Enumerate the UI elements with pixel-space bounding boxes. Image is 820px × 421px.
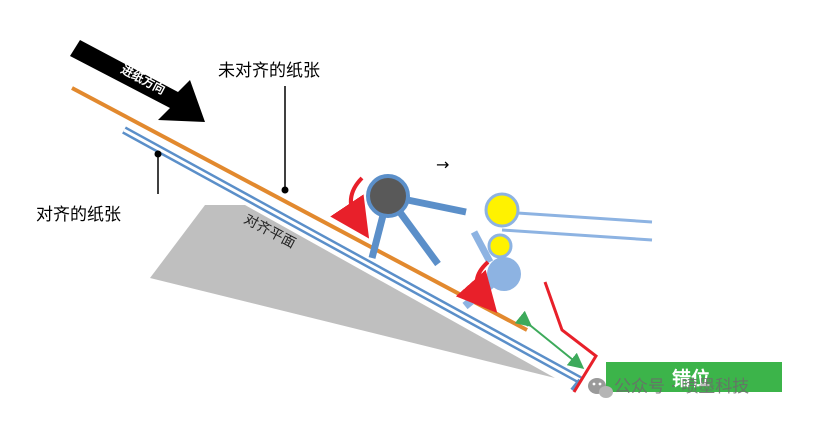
yellow-roller-small bbox=[487, 233, 513, 259]
aligned-paper-label: 对齐的纸张 bbox=[36, 205, 121, 225]
feed-direction-arrow bbox=[70, 40, 205, 122]
watermark-text: 公众号 · 喷墨科技 bbox=[614, 377, 749, 397]
misalignment-badge bbox=[606, 362, 782, 392]
yellow-roller-assembly bbox=[484, 192, 653, 259]
unaligned-paper bbox=[71, 86, 528, 332]
yellow-roller-large bbox=[484, 192, 520, 228]
small-arrow: → bbox=[436, 155, 449, 174]
watermark: 公众号 · 喷墨科技 bbox=[588, 377, 749, 398]
misalignment-label: 错位 bbox=[672, 367, 710, 390]
unaligned-callout-dot bbox=[281, 186, 289, 194]
alignment-plane bbox=[150, 205, 555, 378]
dark-roller-assembly bbox=[366, 174, 467, 267]
dark-roller bbox=[366, 174, 410, 218]
wechat-icon bbox=[588, 378, 613, 398]
rotation-arrow-left bbox=[330, 176, 370, 239]
unaligned-paper-label: 未对齐的纸张 bbox=[218, 61, 320, 81]
rotation-arrow-right bbox=[455, 260, 498, 313]
blue-roller bbox=[487, 257, 521, 291]
misalignment-dimension bbox=[514, 310, 585, 370]
